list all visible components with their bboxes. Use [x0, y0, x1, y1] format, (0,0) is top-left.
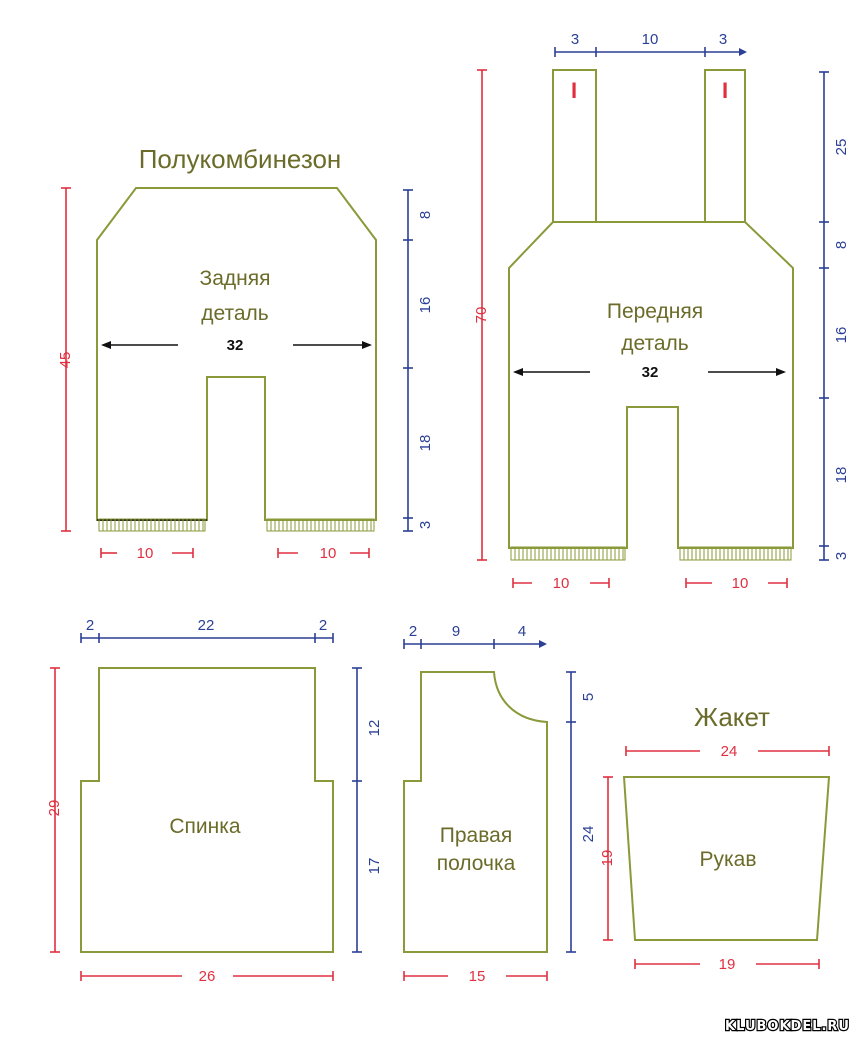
ribbing-frame	[510, 546, 626, 561]
jacket-back-piece: Спинка 2 22 2 29 12 17 26	[46, 617, 383, 985]
jacket-back-top-left-value: 2	[86, 617, 94, 634]
sleeve-label: Рукав	[700, 848, 757, 871]
front-seg-low-value: 18	[833, 467, 850, 484]
front-width-value: 32	[642, 364, 659, 381]
front-piece-label-line2: деталь	[621, 332, 689, 355]
right-front-outline	[403, 671, 548, 953]
jacket-title: Жакет	[694, 702, 770, 732]
back-seg-low-value: 18	[417, 435, 434, 452]
right-front-top-right-value: 4	[518, 623, 526, 640]
back-seg-rib-value: 3	[417, 521, 434, 529]
back-seg-top-value: 8	[417, 211, 434, 219]
jacket-back-top-mid-value: 22	[198, 617, 215, 634]
front-buttonhole-right: I	[722, 78, 728, 103]
front-ribbing-right	[679, 546, 792, 561]
sleeve-top-value: 24	[721, 743, 738, 760]
back-height-value: 45	[57, 352, 74, 369]
right-front-top-mid-value: 9	[452, 623, 460, 640]
site-watermark: KLUBOKDEL.RU	[725, 1019, 850, 1034]
jacket-back-seg-upper-value: 12	[366, 720, 383, 737]
front-buttonhole-left: I	[571, 78, 577, 103]
front-strap-gap-value: 10	[642, 31, 659, 48]
front-piece-outline	[508, 221, 794, 549]
jacket-back-top-right-value: 2	[319, 617, 327, 634]
overalls-title: Полукомбинезон	[139, 144, 342, 174]
front-seg-mid-value: 16	[833, 327, 850, 344]
back-piece-label-line1: Задняя	[200, 267, 271, 290]
right-front-label-line1: Правая	[440, 824, 512, 847]
jacket-back-label: Спинка	[169, 815, 241, 838]
ribbing-frame	[266, 518, 375, 532]
right-front-bottom-value: 15	[469, 968, 486, 985]
front-width-arrowhead-right	[776, 368, 786, 376]
right-front-top-left-value: 2	[409, 623, 417, 640]
back-leg-left-value: 10	[137, 545, 154, 562]
right-front-label-line2: полочка	[437, 852, 516, 875]
sleeve-height-value: 19	[599, 850, 616, 867]
back-width-value: 32	[227, 337, 244, 354]
jacket-back-height-value: 29	[46, 800, 63, 817]
sleeve-outline	[622, 776, 831, 941]
back-seg-mid-value: 16	[417, 297, 434, 314]
jacket-back-seg-lower-value: 17	[366, 858, 383, 875]
back-piece: Задняя деталь 32 45 8 16 18 3 10 10	[57, 187, 434, 562]
front-leg-left-value: 10	[553, 575, 570, 592]
back-ribbing-left	[98, 518, 206, 532]
front-strap-arrowhead	[739, 48, 747, 56]
right-front-height-value: 24	[580, 826, 597, 843]
back-width-arrowhead-left	[101, 341, 111, 349]
front-piece-label-line1: Передняя	[607, 300, 703, 323]
ribbing-frame	[98, 518, 206, 532]
back-width-arrowhead-right	[362, 341, 372, 349]
front-strap-right-value: 3	[719, 31, 727, 48]
right-front-top-arrowhead	[539, 640, 547, 648]
front-seg-strap-value: 25	[833, 139, 850, 156]
front-height-value: 70	[473, 307, 490, 324]
front-piece: I I Передняя деталь 32 3 10 3 70	[473, 31, 850, 592]
front-ribbing-left	[510, 546, 626, 561]
front-leg-right-value: 10	[732, 575, 749, 592]
front-seg-rib-value: 3	[833, 552, 850, 560]
front-strap-left-value: 3	[571, 31, 579, 48]
sleeve-piece: Рукав 24 19 19	[599, 743, 831, 973]
jacket-back-bottom-value: 26	[199, 968, 216, 985]
back-leg-right-value: 10	[320, 545, 337, 562]
front-seg-top-value: 8	[833, 241, 850, 249]
right-front-piece: Правая полочка 2 9 4 5 24 15	[403, 623, 597, 985]
back-piece-label-line2: деталь	[201, 302, 269, 325]
sleeve-bottom-value: 19	[719, 956, 736, 973]
front-width-arrowhead-left	[513, 368, 523, 376]
jacket-back-outline	[80, 667, 334, 953]
right-front-seg-neck-value: 5	[580, 693, 597, 701]
back-ribbing-right	[266, 518, 375, 532]
back-piece-outline	[96, 187, 377, 521]
